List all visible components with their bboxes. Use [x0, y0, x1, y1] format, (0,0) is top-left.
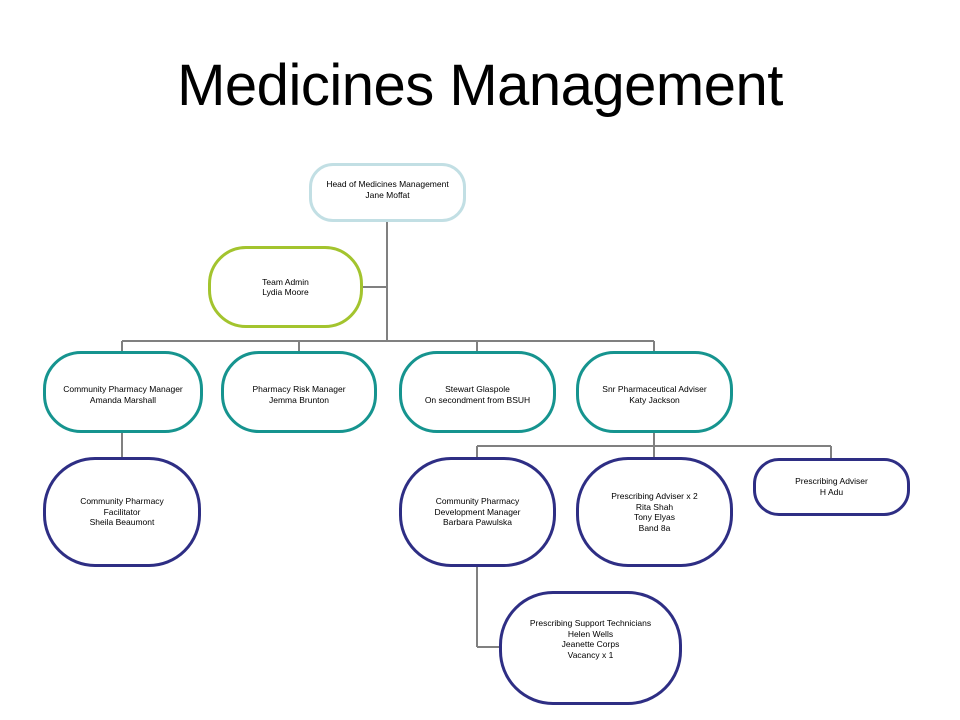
- node-label-line: Vacancy x 1: [567, 649, 614, 660]
- node-label-line: Jemma Brunton: [269, 394, 329, 405]
- node-label-line: Head of Medicines Management: [326, 179, 449, 189]
- node-label-line: Pharmacy Risk Manager: [252, 384, 346, 394]
- node-label-line: Team Admin: [262, 276, 309, 287]
- node-label-line: Tony Elyas: [633, 512, 676, 522]
- node-label-line: Amanda Marshall: [89, 394, 157, 405]
- node-label-line: Community Pharmacy: [435, 496, 520, 507]
- node-label-line: Lydia Moore: [262, 287, 309, 297]
- node-label-line: Snr Pharmaceutical Adviser: [602, 384, 707, 394]
- node-label-line: Jane Moffat: [365, 189, 410, 200]
- node-label-line: Sheila Beaumont: [89, 517, 155, 528]
- node-label-line: Stewart Glaspole: [445, 384, 510, 394]
- node-label-line: Prescribing Support Technicians: [529, 618, 652, 628]
- node-label-line: Rita Shah: [635, 501, 674, 512]
- node-label-line: Helen Wells: [567, 628, 614, 639]
- node-label-line: Katy Jackson: [629, 394, 680, 405]
- page-title: Medicines Management: [177, 53, 783, 118]
- node-label-line: Community Pharmacy Manager: [63, 384, 183, 394]
- node-label-line: Jeanette Corps: [561, 639, 620, 649]
- node-label-line: Band 8a: [638, 522, 671, 533]
- node-label-line: Development Manager: [434, 506, 521, 517]
- node-label-line: On secondment from BSUH: [424, 394, 531, 405]
- node-label-line: Community Pharmacy: [80, 496, 164, 507]
- node-label-line: Barbara Pawulska: [443, 517, 512, 528]
- node-label-line: H Adu: [819, 486, 844, 497]
- node-label-line: Facilitator: [103, 506, 141, 517]
- node-label-line: Prescribing Adviser: [795, 476, 868, 486]
- node-label-line: Prescribing Adviser x 2: [611, 491, 698, 501]
